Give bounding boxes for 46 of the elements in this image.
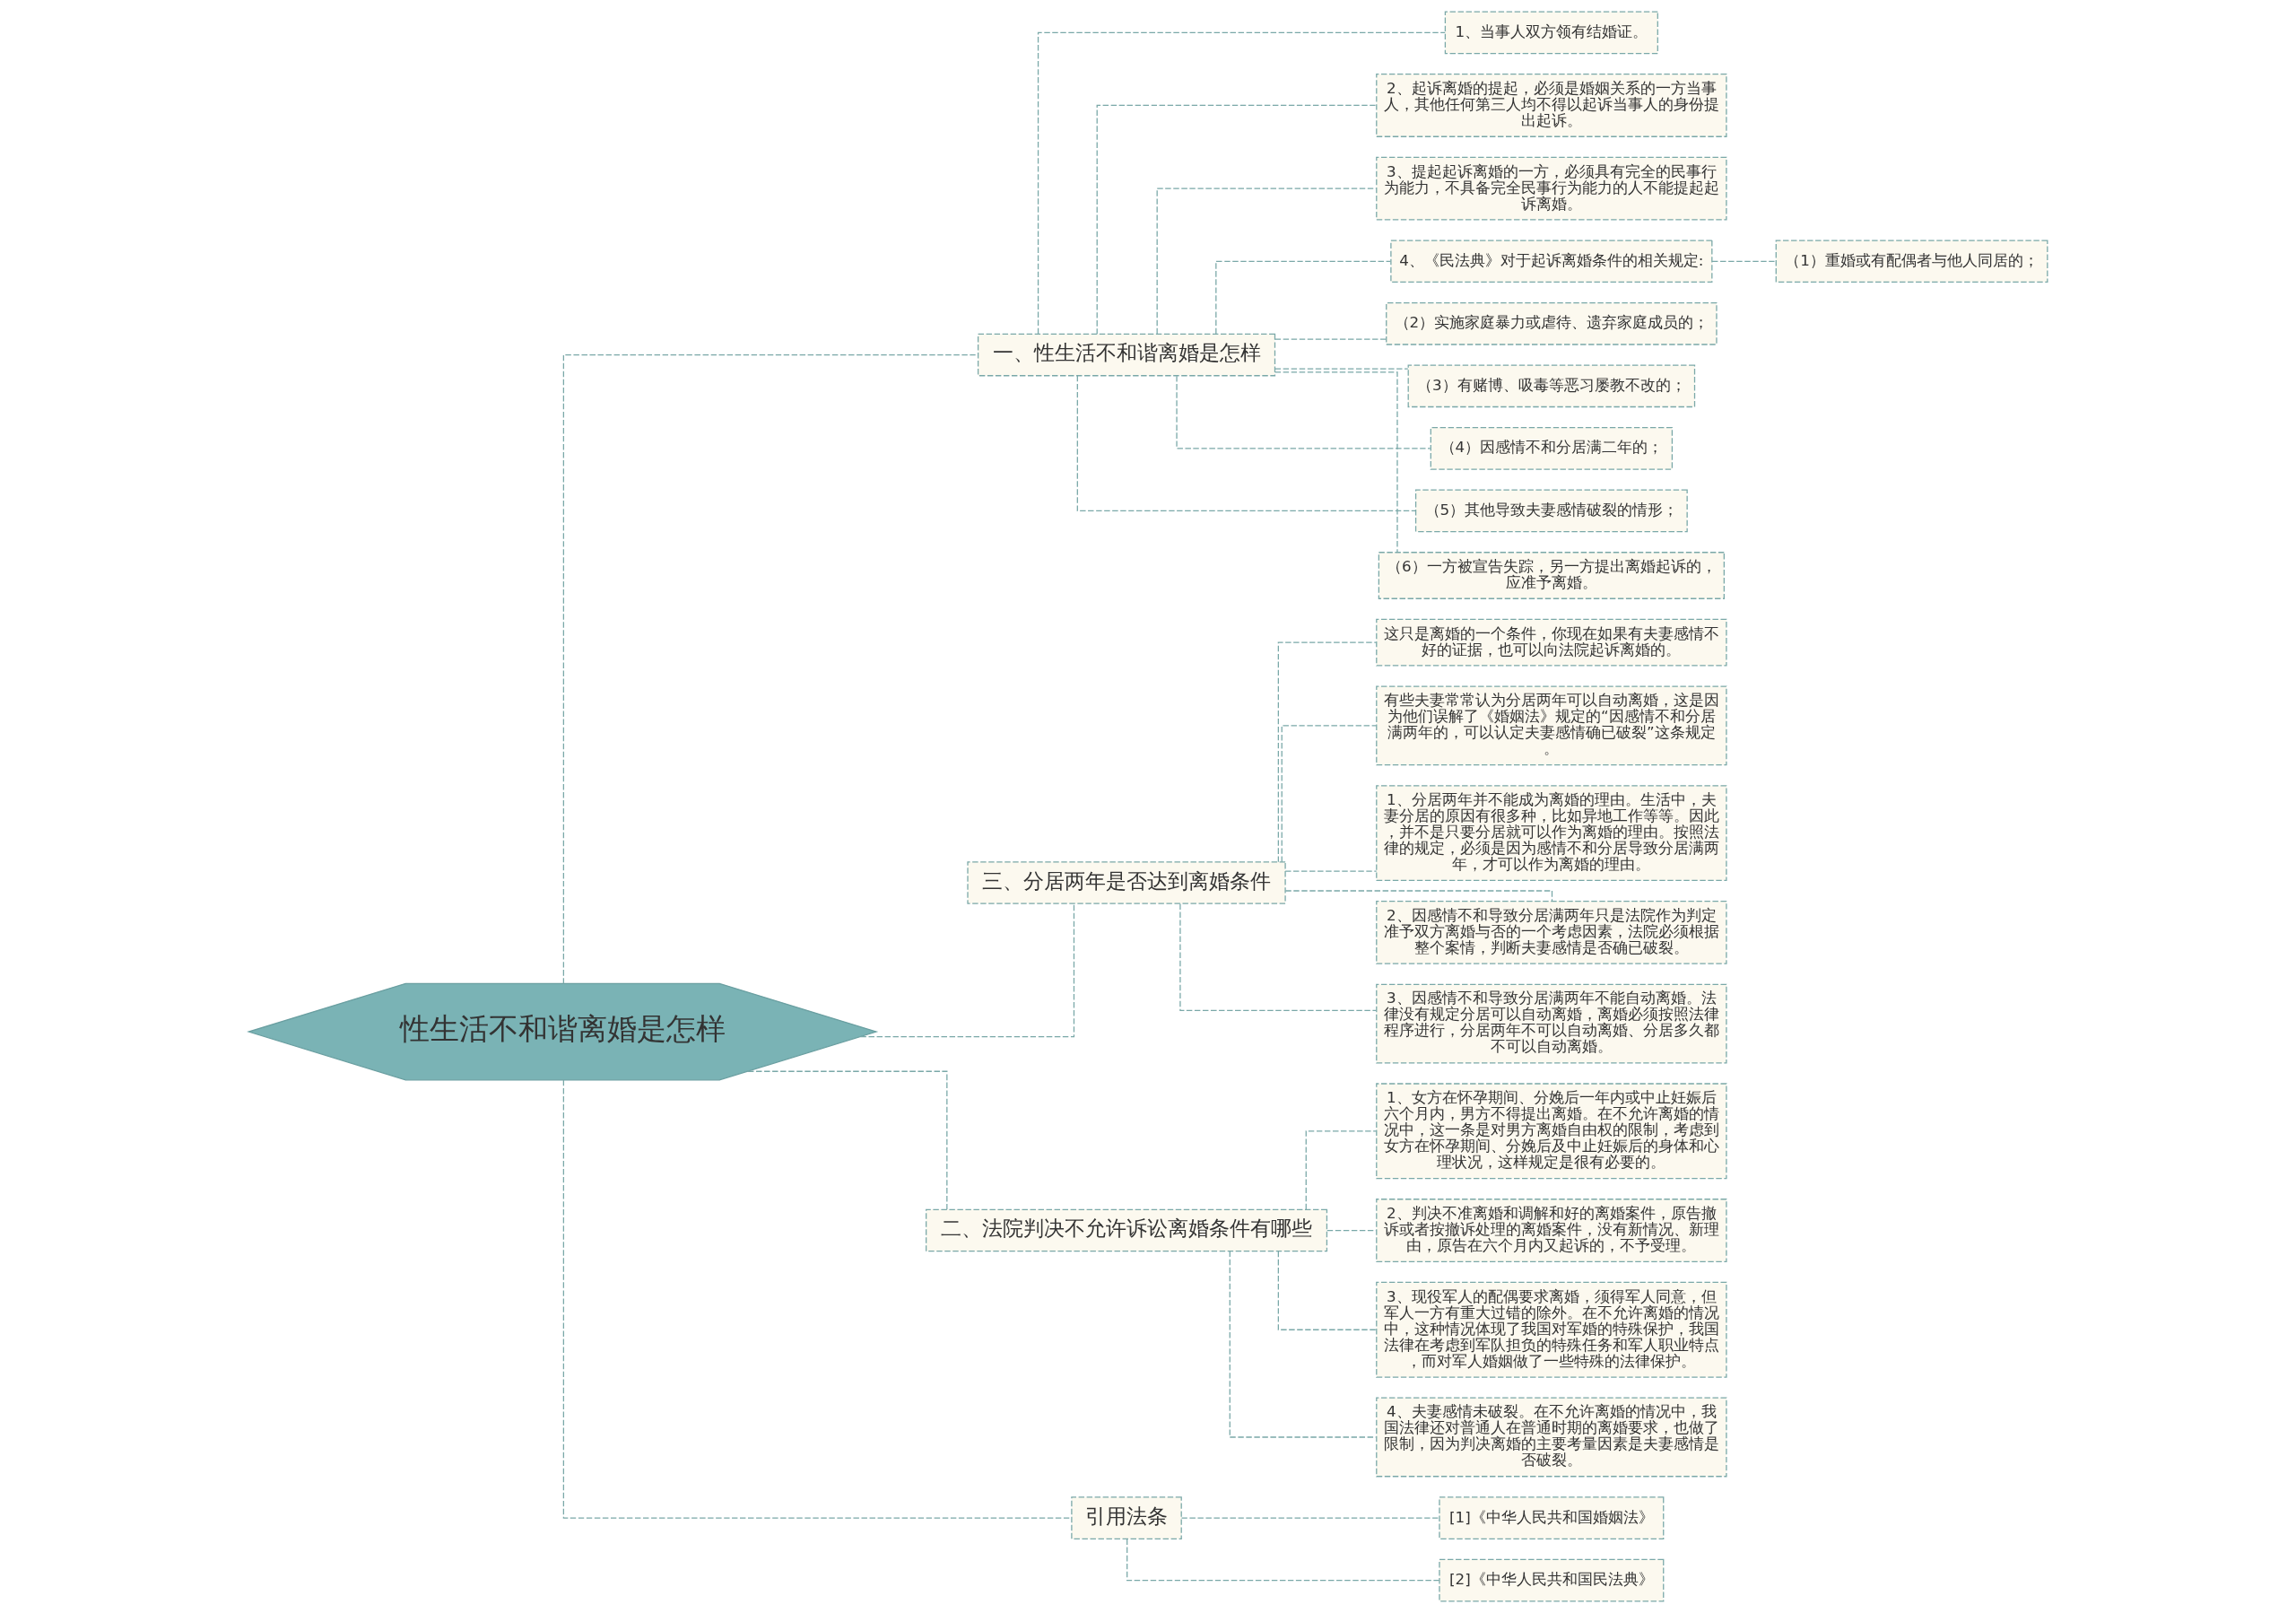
node-box: 二、法院判决不允许诉讼离婚条件有哪些 (926, 1208, 1328, 1252)
connector (1277, 641, 1378, 863)
node-box: 3、提起起诉离婚的一方，必须具有完全的民事行为能力，不具备完全民事行为能力的人不能提起起诉离婚。 (1376, 156, 1727, 221)
node-box: 2、判决不准离婚和调解和好的离婚案件，原告撤诉或者按撤诉处理的离婚案件，没有新情况、新理由，原告在六个月内又起诉的，不予受理。 (1376, 1199, 1727, 1262)
connector (1180, 1517, 1440, 1519)
connector (1711, 260, 1777, 262)
node-box: 3、因感情不和导致分居满两年不能自动离婚。法律没有规定分居可以自动离婚，离婚必须按照法律程序进行，分居两年不可以自动离婚、分居多久都不可以自动离婚。 (1376, 983, 1727, 1064)
connector (1305, 1130, 1378, 1210)
connector (1126, 1539, 1440, 1582)
node-box: （3）有赌博、吸毒等恶习屡教不改的； (1407, 364, 1696, 408)
node-box: 一、性生活不和谐离婚是怎样 (977, 333, 1276, 377)
node-box: 引用法条 (1071, 1496, 1182, 1539)
node-box: 三、分居两年是否达到离婚条件 (967, 861, 1286, 904)
connector (1076, 375, 1417, 512)
connector (1037, 31, 1446, 335)
node-box: 4、夫妻感情未破裂。在不允许离婚的情况中，我国法律还对普通人在普通时期的离婚要求，也做了限制，因为判决离婚的主要考量因素是夫妻感情是否破裂。 (1376, 1397, 1727, 1478)
connector (1281, 725, 1378, 863)
node-box: （1）重婚或有配偶者与他人同居的； (1775, 240, 2048, 283)
node-box: 2、因感情不和导致分居满两年只是法院作为判定准予双方离婚与否的一个考虑因素，法院必须根据整个案情，判断夫妻感情是否确已破裂。 (1376, 900, 1727, 964)
node-box: 1、女方在怀孕期间、分娩后一年内或中止妊娠后六个月内，男方不得提出离婚。在不允许离婚的情况中，这一条是对男方离婚自由权的限制，考虑到女方在怀孕期间、分娩后及中止妊娠后的身体和心理状况，这样规定是很有必要的。 (1376, 1083, 1727, 1180)
node-box: [2]《中华人民共和国民法典》 (1439, 1558, 1665, 1602)
node-box: 3、现役军人的配偶要求离婚，须得军人同意，但军人一方有重大过错的除外。在不允许离婚的情况中，这种情况体现了我国对军婚的特殊保护，我国法律在考虑到军队担负的特殊任务和军人职业特点，而对军人婚姻做了一些特殊的法律保护。 (1376, 1281, 1727, 1378)
connector (859, 902, 1075, 1038)
node-box: 有些夫妻常常认为分居两年可以自动离婚，这是因为他们误解了《婚姻法》规定的“因感情不和分居满两年的，可以认定夫妻感情确已破裂”这条规定。 (1376, 685, 1727, 766)
node-box: 1、当事人双方领有结婚证。 (1444, 11, 1658, 55)
node-box: 这只是离婚的一个条件，你现在如果有夫妻感情不好的证据，也可以向法院起诉离婚的。 (1376, 618, 1727, 667)
node-box: （2）实施家庭暴力或虐待、遗弃家庭成员的； (1386, 302, 1718, 345)
node-box: 1、分居两年并不能成为离婚的理由。生活中，夫妻分居的原因有很多种，比如异地工作等等。因此，并不是只要分居就可以作为离婚的理由。按照法律的规定，必须是因为感情不和分居导致分居满两年，才可以作为离婚的理由。 (1376, 785, 1727, 882)
connector (1176, 375, 1431, 449)
node-box: （4）因感情不和分居满二年的； (1430, 427, 1674, 470)
node-box: （6）一方被宣告失踪，另一方提出离婚起诉的，应准予离婚。 (1378, 552, 1725, 599)
connector (1274, 338, 1387, 340)
node-box: （5）其他导致夫妻感情破裂的情形； (1414, 489, 1688, 533)
connector (1274, 368, 1409, 370)
connector (562, 1079, 1073, 1519)
connector (1179, 902, 1378, 1012)
connector (562, 353, 978, 985)
connector (1326, 1229, 1378, 1232)
connector (1215, 260, 1392, 335)
connector (747, 1070, 948, 1210)
connector (1284, 870, 1378, 872)
node-box: [1]《中华人民共和国婚姻法》 (1439, 1496, 1665, 1539)
connector (1229, 1251, 1377, 1438)
node-box: 4、《民法典》对于起诉离婚条件的相关规定: (1390, 240, 1713, 283)
node-box: 2、起诉离婚的提起，必须是婚姻关系的一方当事人，其他任何第三人均不得以起诉当事人的身份提出起诉。 (1376, 74, 1727, 137)
connector (1096, 104, 1378, 335)
